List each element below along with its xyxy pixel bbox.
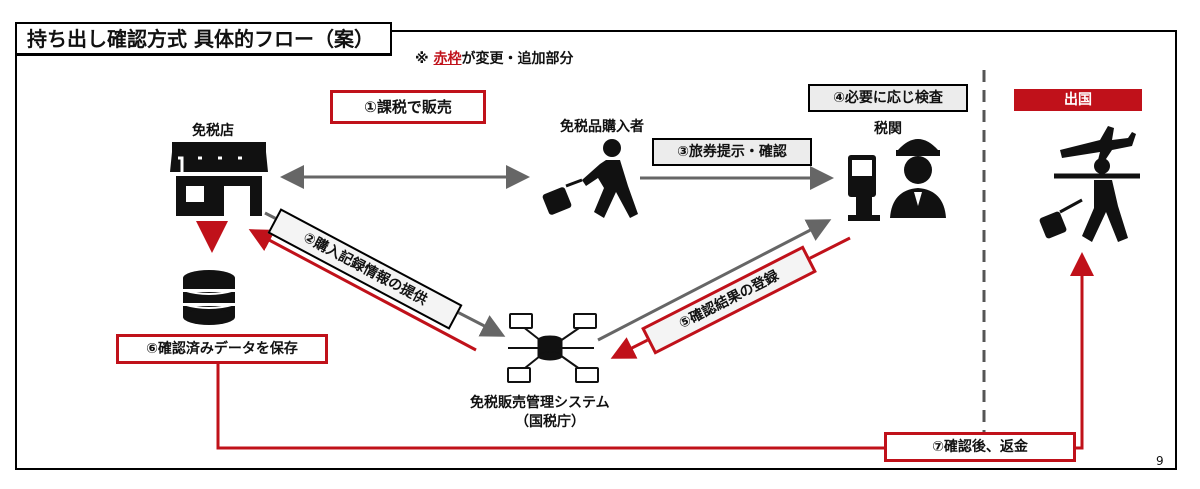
step4-inspection: ④必要に応じ検査 [808, 84, 968, 112]
store-icon [170, 142, 268, 216]
arrow-system-customs [597, 219, 832, 342]
step7-refund: ⑦確認後、返金 [884, 432, 1076, 462]
database-icon [182, 270, 236, 325]
note-prefix: ※ [415, 51, 429, 67]
buyer-label: 免税品購入者 [560, 119, 644, 135]
note-suffix: が変更・追加部分 [461, 51, 574, 67]
system-label-line1: 免税販売管理システム [470, 395, 610, 411]
customs-icon [848, 139, 946, 221]
step1-tax-sale: ①課税で販売 [330, 90, 486, 124]
store-label: 免税店 [192, 123, 234, 139]
page-number: 9 [1156, 454, 1164, 468]
system-label-line2: （国税庁） [515, 414, 585, 430]
arrow-system-store [248, 229, 477, 352]
buyer-icon [542, 139, 638, 218]
step6-save-data: ⑥確認済みデータを保存 [116, 334, 328, 364]
departure-traveler-icon [1039, 126, 1140, 242]
note-highlight: 赤枠 [433, 51, 462, 67]
step3-passport-check: ③旅券提示・確認 [652, 138, 812, 166]
slide-title: 持ち出し確認方式 具体的フロー（案） [15, 22, 392, 56]
change-note: ※ 赤枠が変更・追加部分 [415, 48, 574, 68]
system-network-icon [507, 313, 599, 383]
departure-label: 出国 [1014, 89, 1142, 111]
refund-path [216, 252, 1094, 450]
customs-label: 税関 [874, 121, 902, 137]
slide-frame [15, 30, 1177, 470]
